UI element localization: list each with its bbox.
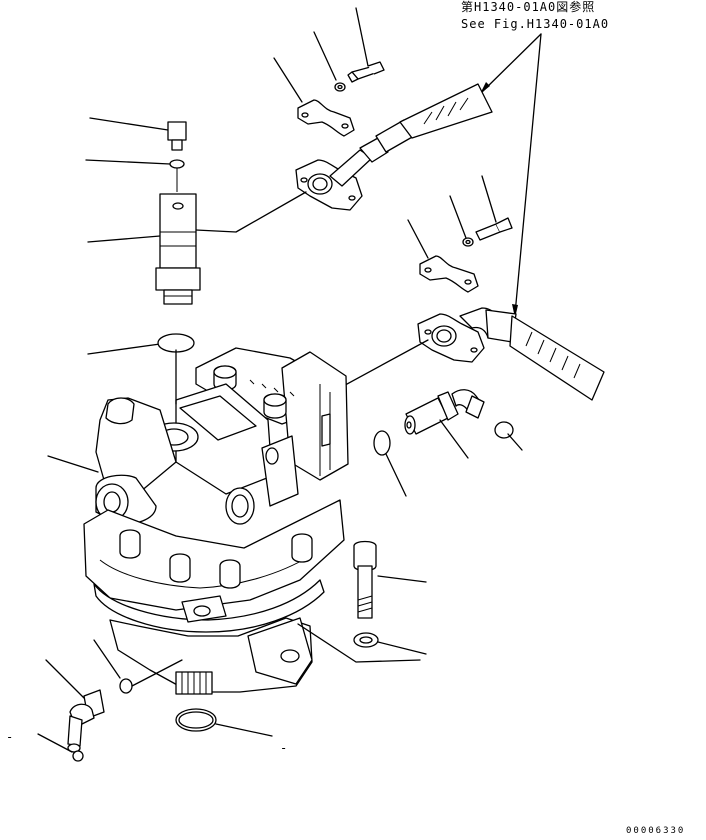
relief-valve-washer <box>85 159 185 192</box>
elbow-fitting-right <box>404 389 485 459</box>
reference-note-japanese: 第H1340-01A0図参照 <box>461 0 596 14</box>
upper-hose-assembly <box>295 83 493 211</box>
lower-clamp-washer <box>449 195 474 247</box>
lower-hose-assembly <box>335 307 605 401</box>
upper-clamp-bolt <box>347 7 385 83</box>
upper-clamp-washer <box>313 31 346 92</box>
drain-oring-bottom <box>37 733 84 762</box>
fitting-oring-middle <box>373 430 407 497</box>
elbow-oring-right <box>494 421 523 451</box>
short-dash-left: - <box>6 730 13 744</box>
motor-base-oring <box>175 708 273 737</box>
drain-elbow-fitting <box>45 659 105 753</box>
relief-valve-bolt <box>89 117 187 151</box>
arrowhead-icon <box>512 304 518 318</box>
mounting-bolt-long <box>353 540 427 619</box>
mounting-bolt-washer <box>353 632 427 655</box>
lower-clamp-bolt <box>475 175 513 241</box>
relief-valve-oring <box>87 333 195 355</box>
upper-split-clamp <box>273 57 355 137</box>
arrowhead-icon <box>480 82 490 94</box>
drain-oring-small <box>93 639 183 694</box>
reference-arrows <box>480 33 542 318</box>
reference-note-english: See Fig.H1340-01A0 <box>461 17 610 31</box>
relief-valve-block <box>87 191 307 305</box>
document-number: 00006330 <box>626 826 686 836</box>
short-dash-bottom: - <box>280 741 287 755</box>
lower-split-clamp <box>407 219 479 293</box>
swing-motor-assembly <box>47 347 421 695</box>
